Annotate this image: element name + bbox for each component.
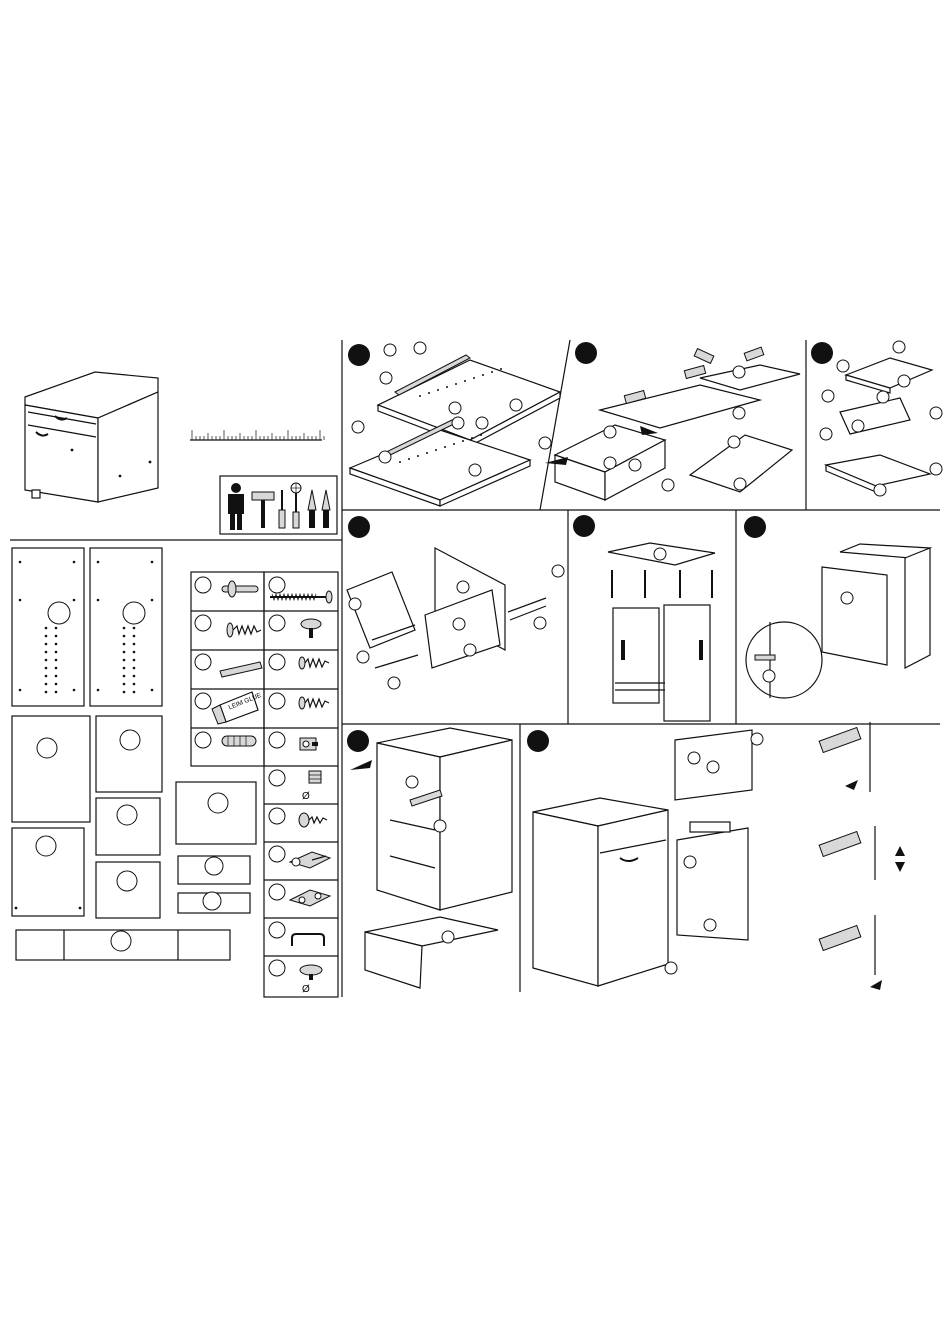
wooden-dowel-icon — [222, 736, 256, 746]
step-4-illustration — [347, 516, 564, 689]
small-screw-icon — [299, 657, 329, 669]
glue-tube-icon: LEIM GLUE — [212, 692, 263, 724]
step-1-illustration — [348, 342, 560, 506]
hinge-adjust-detail-1 — [819, 722, 870, 792]
step-marker — [573, 515, 595, 537]
part-door-panel — [12, 716, 90, 822]
step-8-illustration — [527, 722, 905, 990]
shelf-support-icon — [301, 619, 321, 638]
step-marker — [744, 516, 766, 538]
step-5-illustration — [573, 515, 715, 721]
step-7-illustration — [347, 728, 512, 988]
awl-icon — [308, 490, 330, 528]
person-icon — [228, 483, 244, 530]
diameter-symbol: Ø — [302, 791, 310, 802]
threaded-insert-icon: Ø — [302, 771, 321, 802]
step-marker — [348, 516, 370, 538]
part-shelf-panel — [96, 798, 160, 855]
tools-box — [220, 476, 337, 534]
dowel-icon — [220, 662, 262, 677]
cam-lock-connector-icon — [300, 738, 318, 750]
flat-screwdriver-icon — [291, 483, 301, 528]
part-drawer-side-1 — [178, 856, 250, 884]
step-marker — [347, 730, 369, 752]
step-2-illustration — [539, 342, 800, 500]
step-3-illustration — [811, 341, 942, 496]
handle-icon — [292, 934, 324, 946]
step-marker — [811, 342, 833, 364]
part-drawer-front — [176, 782, 256, 844]
cam-bolt-icon — [222, 581, 258, 597]
screw-icon — [299, 697, 329, 709]
part-top-panel — [96, 716, 162, 792]
step-marker — [527, 730, 549, 752]
furniture-foot-icon: Ø — [300, 965, 322, 995]
step-marker — [575, 342, 597, 364]
hinge-adjust-detail-3 — [819, 915, 882, 990]
step-6-illustration — [744, 516, 930, 698]
finished-cabinet-illustration — [25, 372, 158, 502]
wood-screw-icon — [227, 623, 261, 637]
parts-list — [12, 548, 256, 960]
diameter-symbol: Ø — [302, 984, 310, 995]
part-plinth-strip — [16, 930, 230, 960]
euro-screw-icon — [299, 813, 327, 827]
part-side-panel-left — [12, 548, 84, 706]
hammer-icon — [252, 492, 274, 528]
step-marker — [348, 344, 370, 366]
measuring-ruler — [190, 430, 324, 440]
hinge-adjust-detail-2 — [819, 826, 905, 880]
part-drawer-side-2 — [178, 892, 250, 913]
part-drawer-bottom — [96, 862, 160, 918]
part-bottom-panel — [12, 828, 84, 916]
hinge-icon — [290, 852, 330, 868]
hinge-mounting-plate-icon — [290, 890, 330, 906]
phillips-screwdriver-icon — [279, 490, 285, 528]
part-side-panel-right — [90, 548, 162, 706]
